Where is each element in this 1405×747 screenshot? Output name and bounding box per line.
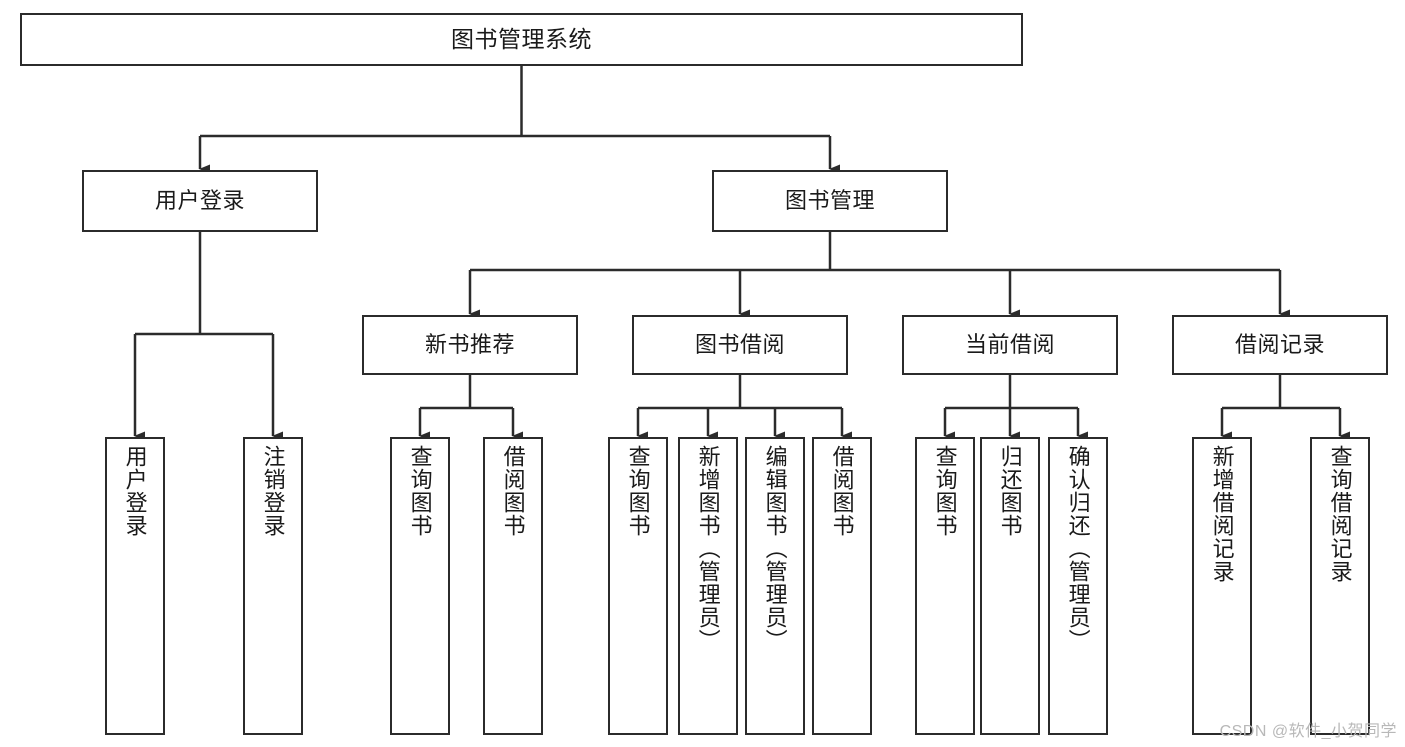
node-book-borrow[interactable]: 图书借阅 bbox=[632, 315, 848, 375]
node-label-leaf-return-book: 归还图书 bbox=[997, 445, 1023, 537]
node-label-user-login: 用户登录 bbox=[154, 188, 245, 214]
node-label-leaf-query-record: 查询借阅记录 bbox=[1327, 445, 1353, 583]
node-root[interactable]: 图书管理系统 bbox=[20, 13, 1023, 66]
node-leaf-query-book-1[interactable]: 查询图书 bbox=[390, 437, 450, 735]
watermark-text: CSDN @软件_小贺同学 bbox=[1219, 723, 1397, 740]
edges-group bbox=[133, 66, 1350, 441]
node-label-book-manage: 图书管理 bbox=[784, 188, 875, 214]
node-label-leaf-borrow-book-1: 借阅图书 bbox=[500, 445, 526, 537]
node-book-manage[interactable]: 图书管理 bbox=[712, 170, 948, 232]
node-leaf-query-record[interactable]: 查询借阅记录 bbox=[1310, 437, 1370, 735]
node-label-current-borrow: 当前借阅 bbox=[964, 332, 1055, 358]
node-label-root: 图书管理系统 bbox=[451, 25, 592, 52]
node-label-book-borrow: 图书借阅 bbox=[694, 332, 785, 358]
node-leaf-query-book-3[interactable]: 查询图书 bbox=[915, 437, 975, 735]
node-label-borrow-record: 借阅记录 bbox=[1234, 332, 1325, 358]
node-user-login[interactable]: 用户登录 bbox=[82, 170, 318, 232]
node-current-borrow[interactable]: 当前借阅 bbox=[902, 315, 1118, 375]
node-label-leaf-confirm-return: 确认归还（管理员） bbox=[1065, 445, 1091, 652]
node-label-leaf-query-book-2: 查询图书 bbox=[625, 445, 651, 537]
node-leaf-user-login[interactable]: 用户登录 bbox=[105, 437, 165, 735]
node-label-leaf-edit-book: 编辑图书（管理员） bbox=[762, 445, 788, 652]
node-label-leaf-add-record: 新增借阅记录 bbox=[1209, 445, 1235, 583]
node-label-new-book-rec: 新书推荐 bbox=[424, 332, 515, 358]
node-label-leaf-add-book: 新增图书（管理员） bbox=[695, 445, 721, 652]
node-leaf-return-book[interactable]: 归还图书 bbox=[980, 437, 1040, 735]
node-leaf-edit-book[interactable]: 编辑图书（管理员） bbox=[745, 437, 805, 735]
node-leaf-borrow-book-1[interactable]: 借阅图书 bbox=[483, 437, 543, 735]
node-label-leaf-query-book-3: 查询图书 bbox=[932, 445, 958, 537]
node-leaf-add-book[interactable]: 新增图书（管理员） bbox=[678, 437, 738, 735]
node-leaf-query-book-2[interactable]: 查询图书 bbox=[608, 437, 668, 735]
node-leaf-logout[interactable]: 注销登录 bbox=[243, 437, 303, 735]
node-label-leaf-logout: 注销登录 bbox=[260, 445, 286, 537]
node-new-book-rec[interactable]: 新书推荐 bbox=[362, 315, 578, 375]
node-leaf-borrow-book-2[interactable]: 借阅图书 bbox=[812, 437, 872, 735]
node-leaf-add-record[interactable]: 新增借阅记录 bbox=[1192, 437, 1252, 735]
node-borrow-record[interactable]: 借阅记录 bbox=[1172, 315, 1388, 375]
node-leaf-confirm-return[interactable]: 确认归还（管理员） bbox=[1048, 437, 1108, 735]
node-label-leaf-user-login: 用户登录 bbox=[122, 445, 148, 537]
node-label-leaf-borrow-book-2: 借阅图书 bbox=[829, 445, 855, 537]
node-label-leaf-query-book-1: 查询图书 bbox=[407, 445, 433, 537]
